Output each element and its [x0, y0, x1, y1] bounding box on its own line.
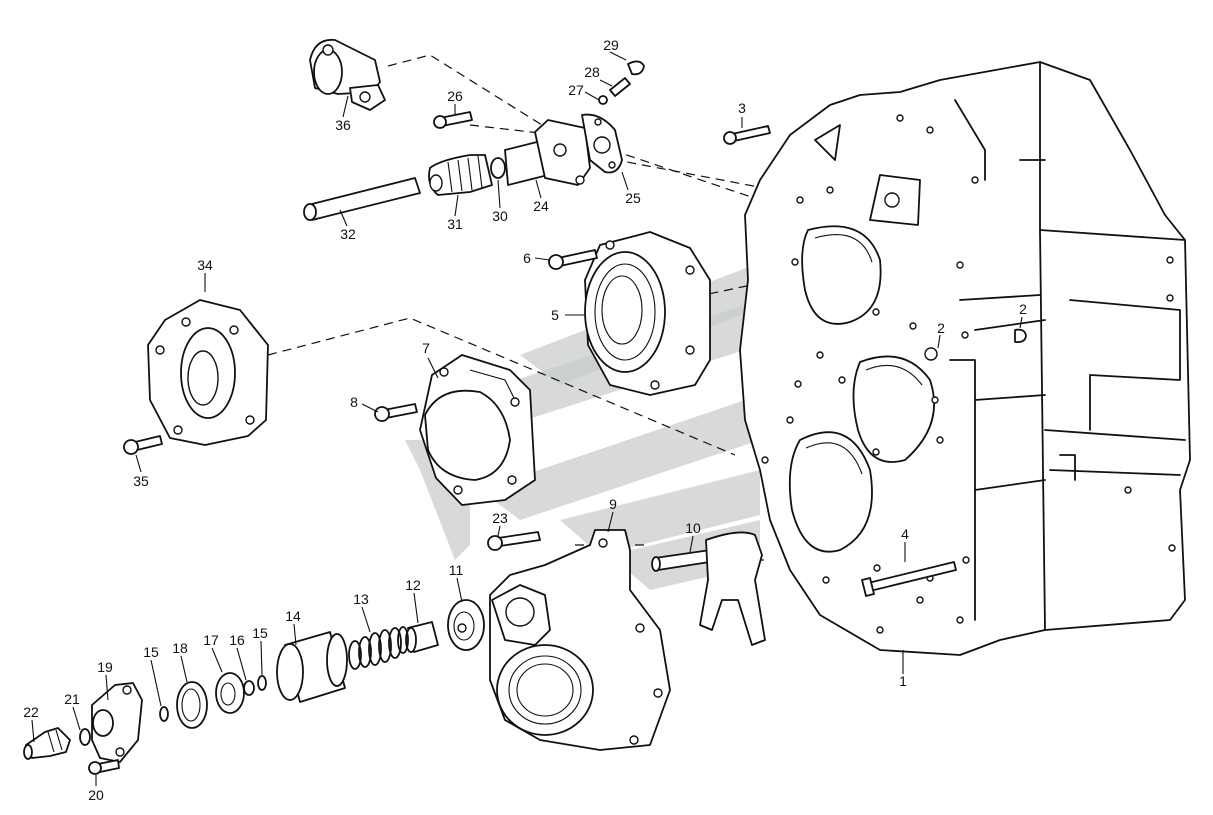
- callout-7: 7: [422, 340, 430, 356]
- callout-25: 25: [625, 190, 641, 206]
- fitting-22: [23, 727, 71, 760]
- bolt-35: [123, 435, 163, 455]
- callout-31: 31: [447, 216, 463, 232]
- callout-22: 22: [23, 704, 39, 720]
- callout-13: 13: [353, 591, 369, 607]
- callout-6: 6: [523, 250, 531, 266]
- callout-28: 28: [584, 64, 600, 80]
- callout-15: 15: [252, 625, 268, 641]
- bearing-11: [447, 599, 485, 651]
- housing-9: [489, 529, 671, 751]
- transmission-housing: [739, 61, 1191, 656]
- shift-rod-10: [651, 531, 766, 646]
- callout-10: 10: [685, 520, 701, 536]
- callout-20: 20: [88, 787, 104, 803]
- bolt-20: [88, 759, 120, 775]
- piston-14: [276, 631, 348, 703]
- callout-12: 12: [405, 577, 421, 593]
- callout-23: 23: [492, 510, 508, 526]
- callout-19: 19: [97, 659, 113, 675]
- callout-1: 1: [899, 673, 907, 689]
- callout-34: 34: [197, 257, 213, 273]
- washer-21: [79, 728, 91, 746]
- callout-5: 5: [551, 307, 559, 323]
- leader-lines: [31, 51, 1023, 786]
- callout-3: 3: [738, 100, 746, 116]
- callout-27: 27: [568, 82, 584, 98]
- callout-2: 2: [1019, 301, 1027, 317]
- callout-32: 32: [340, 226, 356, 242]
- callout-35: 35: [133, 473, 149, 489]
- shift-cylinder-assembly: [303, 60, 645, 221]
- cover-plate-34: [147, 299, 269, 446]
- callout-18: 18: [172, 640, 188, 656]
- callout-9: 9: [609, 496, 617, 512]
- callout-2: 2: [937, 320, 945, 336]
- callout-15: 15: [143, 644, 159, 660]
- callout-30: 30: [492, 208, 508, 224]
- callout-26: 26: [447, 88, 463, 104]
- callout-24: 24: [533, 198, 549, 214]
- end-cover-19: [91, 682, 143, 763]
- callout-11: 11: [449, 562, 464, 578]
- callout-17: 17: [203, 632, 219, 648]
- seal-set-15-18: [159, 672, 267, 729]
- bolt-23: [487, 531, 541, 551]
- callout-36: 36: [335, 117, 351, 133]
- bolt-3: [723, 125, 771, 145]
- spring-13: [348, 626, 409, 670]
- cover-7: [419, 354, 536, 506]
- callout-4: 4: [901, 526, 909, 542]
- callout-21: 21: [64, 691, 80, 707]
- bolt-6: [548, 249, 598, 270]
- part-36-bracket: [309, 38, 386, 111]
- callout-16: 16: [229, 632, 245, 648]
- callout-8: 8: [350, 394, 358, 410]
- bolt-8: [374, 403, 418, 422]
- callout-14: 14: [285, 608, 301, 624]
- flange-housing-5: [584, 231, 711, 396]
- sleeve-12: [405, 621, 439, 653]
- callout-29: 29: [603, 37, 619, 53]
- long-bolt-4: [861, 561, 957, 597]
- callout-labels: 1 2 2 3 4 5 6 7 8 9 10 11 12 13 14 15 15…: [23, 37, 1027, 803]
